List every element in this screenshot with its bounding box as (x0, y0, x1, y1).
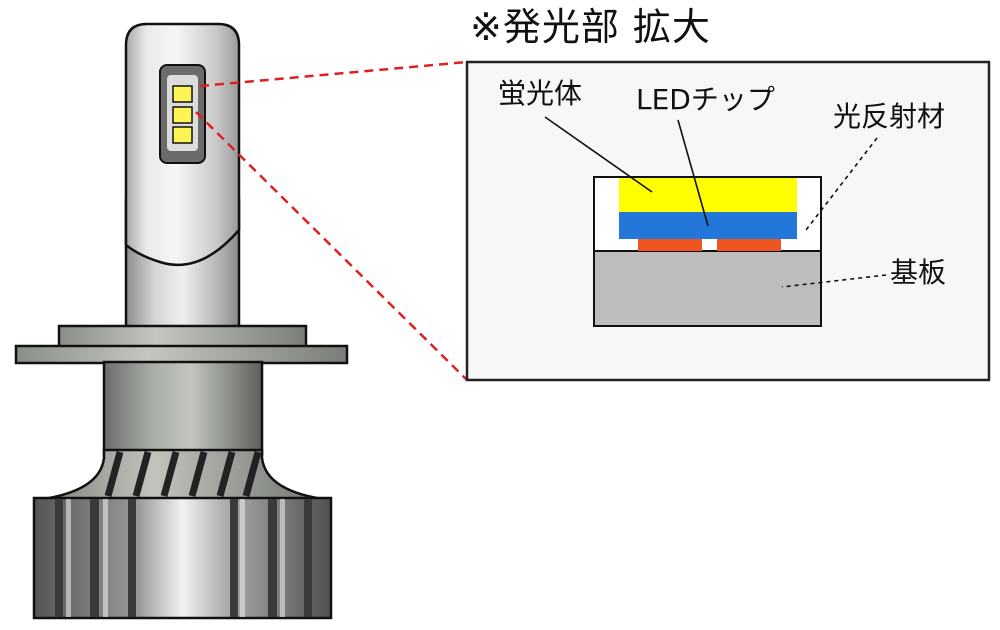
phosphor-callout-line (544, 116, 653, 193)
led-chip-label: LEDチップ (636, 83, 775, 116)
led-cross-section (593, 176, 822, 327)
phosphor-layer (619, 178, 797, 212)
leader-line-bottom (195, 111, 468, 381)
led-chip-1 (172, 85, 193, 103)
substrate-layer (593, 250, 822, 327)
zoom-leader-lines (195, 60, 468, 381)
zoom-title: ※発光部 拡大 (470, 5, 711, 49)
bulb-neck (102, 360, 264, 456)
heatsink-fin-highlights (66, 499, 285, 617)
bulb-collar (57, 324, 308, 350)
reflector-callout-line (805, 137, 878, 231)
led-chip-3 (172, 126, 193, 144)
heatsink-fins (55, 499, 312, 617)
phosphor-label: 蛍光体 (498, 77, 583, 110)
led-emitter-left (638, 239, 702, 251)
chip-callout-line (677, 119, 709, 227)
reflector-label: 光反射材 (833, 100, 946, 133)
led-emitter-right (717, 239, 781, 251)
bulb-flange (14, 344, 349, 365)
bulb-flare (35, 448, 331, 502)
callout-lines (544, 116, 887, 288)
h4-led-headlight-bulb-icon (14, 22, 349, 620)
substrate-callout-line (781, 274, 887, 288)
bulb-heatsink (32, 496, 333, 620)
substrate-label: 基板 (890, 256, 947, 289)
bulb-flare-grooves (104, 451, 262, 497)
led-chip-2 (172, 106, 193, 124)
